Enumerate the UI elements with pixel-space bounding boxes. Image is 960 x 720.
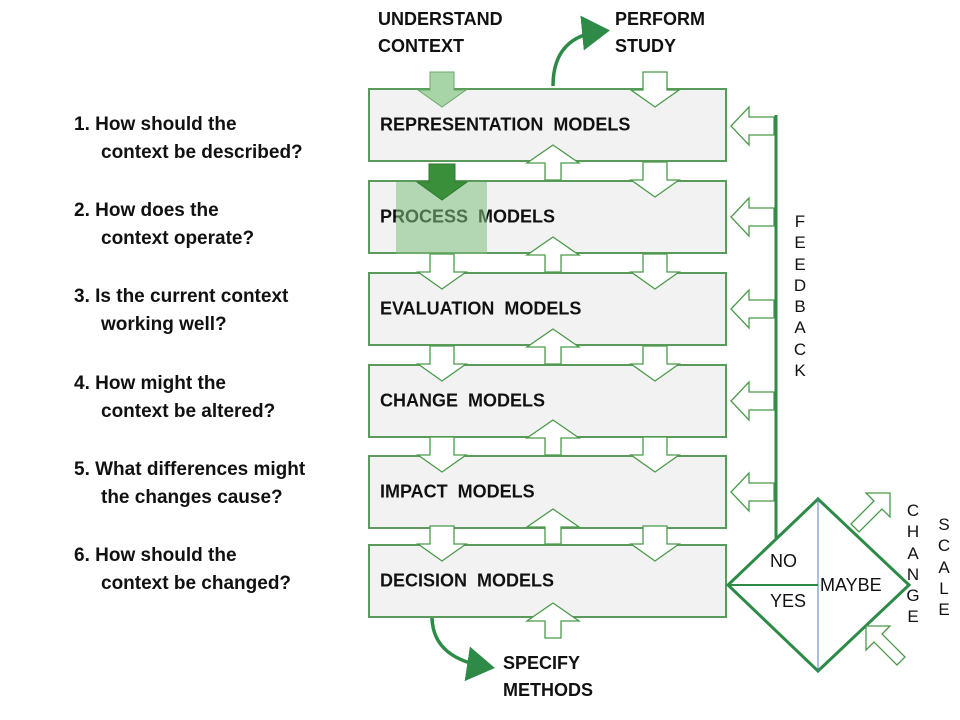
change-letter: N bbox=[906, 564, 920, 584]
down-arrow-right-2 bbox=[628, 161, 682, 198]
down-arrow-right-6 bbox=[628, 525, 682, 562]
feedback-arrow-2 bbox=[730, 196, 775, 238]
change-letter: E bbox=[907, 607, 919, 627]
question-6-line2: context be changed? bbox=[101, 573, 292, 594]
up-arrow-middle-3 bbox=[524, 328, 582, 365]
scale-letter: L bbox=[939, 578, 949, 598]
down-arrow-right-4 bbox=[628, 345, 682, 382]
down-arrow-right-1 bbox=[628, 71, 682, 108]
question-1-line1: 1. How should the bbox=[74, 114, 237, 135]
evaluation-models-box: EVALUATION MODELS bbox=[368, 272, 727, 346]
question-6-line1: 6. How should the bbox=[74, 545, 237, 566]
up-arrow-middle-4 bbox=[524, 419, 582, 456]
specify-line2: METHODS bbox=[503, 680, 593, 700]
scale-letter: S bbox=[938, 515, 950, 534]
process-down-arrow bbox=[415, 163, 469, 201]
question-2-line1: 2. How does the bbox=[74, 200, 219, 221]
question-5-line1: 5. What differences might bbox=[74, 459, 306, 480]
scale-letter: C bbox=[937, 536, 951, 556]
feedback-letter: D bbox=[793, 275, 807, 295]
perform-study-label: PERFORM STUDY bbox=[615, 6, 705, 60]
question-1: 1. How should the context be described? bbox=[74, 111, 303, 167]
question-1-line2: context be described? bbox=[101, 142, 303, 163]
decision-yes-label: YES bbox=[770, 591, 807, 611]
understand-line2: CONTEXT bbox=[378, 36, 465, 56]
perform-study-arrow bbox=[551, 15, 610, 87]
feedback-letter: K bbox=[794, 361, 806, 381]
down-arrow-left-6 bbox=[415, 525, 469, 562]
representation-models-box: REPRESENTATION MODELS bbox=[368, 88, 727, 162]
question-3: 3. Is the current context working well? bbox=[74, 283, 288, 339]
down-arrow-right-5 bbox=[628, 436, 682, 473]
understand-line1: UNDERSTAND bbox=[378, 9, 503, 29]
feedback-letter: B bbox=[794, 297, 806, 317]
change-letter: H bbox=[906, 522, 920, 542]
change-letter: A bbox=[907, 543, 919, 563]
down-arrow-left-4 bbox=[415, 345, 469, 382]
question-4: 4. How might the context be altered? bbox=[74, 370, 275, 426]
decision-maybe-label: MAYBE bbox=[820, 575, 882, 595]
question-4-line2: context be altered? bbox=[101, 401, 276, 422]
question-6: 6. How should the context be changed? bbox=[74, 542, 291, 598]
change-scale-down-arrow bbox=[865, 625, 906, 666]
decision-models-label: DECISION MODELS bbox=[380, 570, 555, 591]
perform-line2: STUDY bbox=[615, 36, 677, 56]
understand-context-label: UNDERSTAND CONTEXT bbox=[378, 6, 503, 60]
impact-models-label: IMPACT MODELS bbox=[380, 481, 535, 502]
question-2: 2. How does the context operate? bbox=[74, 197, 254, 253]
question-2-line2: context operate? bbox=[101, 228, 255, 249]
down-arrow-left-3 bbox=[415, 253, 469, 290]
up-arrow-middle-5 bbox=[524, 508, 582, 545]
specify-line1: SPECIFY bbox=[503, 653, 581, 673]
impact-models-box: IMPACT MODELS bbox=[368, 455, 727, 529]
down-arrow-left-5 bbox=[415, 436, 469, 473]
question-5: 5. What differences might the changes ca… bbox=[74, 456, 305, 512]
question-4-line1: 4. How might the bbox=[74, 373, 226, 394]
down-arrow-right-3 bbox=[628, 253, 682, 290]
up-arrow-middle-6 bbox=[524, 602, 582, 639]
up-arrow-middle-1 bbox=[524, 144, 582, 181]
change-letter: C bbox=[906, 501, 920, 520]
feedback-arrow-4 bbox=[730, 380, 775, 422]
feedback-arrow-1 bbox=[730, 105, 775, 147]
feedback-arrow-3 bbox=[730, 288, 775, 330]
up-arrow-middle-2 bbox=[524, 236, 582, 273]
feedback-letter: F bbox=[794, 212, 806, 231]
representation-models-label: REPRESENTATION MODELS bbox=[380, 114, 631, 135]
feedback-letter: C bbox=[793, 339, 807, 359]
specify-methods-arrow bbox=[430, 617, 495, 682]
feedback-letter: E bbox=[794, 254, 806, 274]
question-5-line2: the changes cause? bbox=[101, 487, 283, 508]
question-3-line2: working well? bbox=[101, 314, 227, 335]
evaluation-models-label: EVALUATION MODELS bbox=[380, 298, 582, 319]
question-3-line1: 3. Is the current context bbox=[74, 286, 289, 307]
specify-methods-label: SPECIFY METHODS bbox=[503, 650, 593, 704]
feedback-arrow-5 bbox=[730, 471, 775, 513]
scale-letter: E bbox=[938, 600, 950, 620]
feedback-letter: A bbox=[794, 318, 806, 338]
decision-no-label: NO bbox=[770, 551, 797, 571]
scale-letter: A bbox=[938, 557, 950, 577]
change-letter: G bbox=[906, 586, 920, 606]
change-scale-up-arrow bbox=[850, 492, 891, 533]
perform-line1: PERFORM bbox=[615, 9, 705, 29]
understand-context-arrow bbox=[416, 71, 468, 108]
feedback-letter: E bbox=[794, 233, 806, 253]
change-models-label: CHANGE MODELS bbox=[380, 390, 546, 411]
